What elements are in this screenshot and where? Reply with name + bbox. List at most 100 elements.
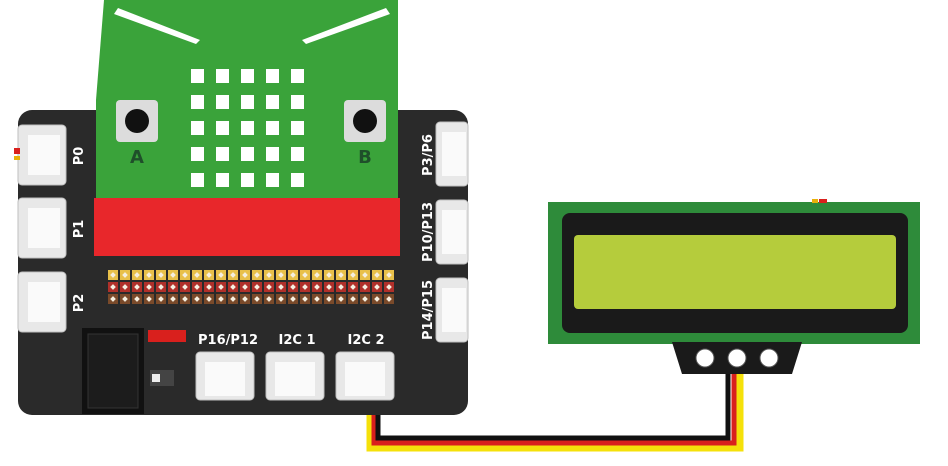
led (291, 173, 304, 187)
header-pin-hole (386, 272, 392, 278)
led (241, 147, 254, 161)
header-pin-hole (314, 284, 320, 290)
led (191, 173, 204, 187)
led (291, 147, 304, 161)
header-pin-hole (134, 296, 140, 302)
button-b-label: B (358, 147, 372, 168)
led (291, 121, 304, 135)
power-switch (150, 370, 174, 386)
header-pin-hole (122, 296, 128, 302)
bottom-connectors (195, 351, 395, 401)
microbit: A B (94, 0, 400, 256)
header-pin-hole (242, 272, 248, 278)
header-pin-hole (254, 284, 260, 290)
header-pin-hole (194, 296, 200, 302)
led-matrix (191, 69, 304, 187)
port-label-i2c2: I2C 2 (348, 333, 385, 348)
header-pin-hole (326, 296, 332, 302)
port-label-p0: P0 (72, 147, 87, 166)
cable (366, 370, 744, 452)
header-pin-hole (302, 272, 308, 278)
header-pin-hole (182, 296, 188, 302)
header-pin-hole (266, 284, 272, 290)
header-pin-hole (158, 284, 164, 290)
header-pin-hole (206, 296, 212, 302)
led (266, 173, 279, 187)
port-label-p1: P1 (72, 220, 87, 239)
led (216, 95, 229, 109)
port-label-p16-p12: P16/P12 (198, 333, 258, 348)
pin-header-rows (108, 270, 394, 304)
header-pin-hole (326, 284, 332, 290)
header-pin-hole (362, 284, 368, 290)
lcd-module (548, 199, 920, 374)
header-pin-hole (326, 272, 332, 278)
header-pin-hole (170, 284, 176, 290)
header-pin-hole (374, 284, 380, 290)
header-pin-hole (278, 272, 284, 278)
header-pin-hole (362, 272, 368, 278)
header-pin-hole (314, 272, 320, 278)
power-jack (82, 328, 144, 414)
header-pin-hole (374, 296, 380, 302)
port-label-p10-p13: P10/P13 (421, 202, 436, 262)
header-pin-hole (266, 272, 272, 278)
port-label-p3-p6: P3/P6 (421, 134, 436, 176)
right-connectors (435, 121, 469, 343)
led (291, 69, 304, 83)
header-pin-hole (194, 284, 200, 290)
led (266, 69, 279, 83)
header-pin-hole (314, 296, 320, 302)
header-pin-hole (242, 284, 248, 290)
header-pin-hole (146, 272, 152, 278)
header-pin-hole (182, 284, 188, 290)
header-pin-hole (218, 296, 224, 302)
header-pin-hole (146, 284, 152, 290)
header-pin-hole (218, 272, 224, 278)
header-pin-hole (110, 284, 116, 290)
left-connectors (14, 124, 67, 333)
header-pin-hole (278, 284, 284, 290)
header-pin-hole (254, 272, 260, 278)
header-pin-hole (182, 272, 188, 278)
header-pin-hole (146, 296, 152, 302)
led (241, 121, 254, 135)
header-pin-hole (266, 296, 272, 302)
header-pin-hole (362, 296, 368, 302)
header-pin-hole (338, 272, 344, 278)
led (241, 69, 254, 83)
header-pin-hole (110, 296, 116, 302)
header-pin-hole (110, 272, 116, 278)
button-b[interactable] (344, 100, 386, 142)
led (191, 147, 204, 161)
header-pin-hole (158, 296, 164, 302)
led (266, 95, 279, 109)
header-pin-hole (218, 284, 224, 290)
header-pin-hole (242, 296, 248, 302)
header-pin-hole (338, 296, 344, 302)
header-pin-hole (290, 296, 296, 302)
led (191, 69, 204, 83)
header-pin-hole (374, 272, 380, 278)
header-pin-hole (278, 296, 284, 302)
header-pin-hole (338, 284, 344, 290)
led (266, 147, 279, 161)
led (216, 173, 229, 187)
led (191, 121, 204, 135)
led (291, 95, 304, 109)
small-red-header (148, 330, 186, 342)
header-pin-hole (134, 272, 140, 278)
header-pin-hole (134, 284, 140, 290)
button-a[interactable] (116, 100, 158, 142)
header-pin-hole (206, 272, 212, 278)
header-pin-hole (230, 284, 236, 290)
port-label-p14-p15: P14/P15 (421, 280, 436, 340)
header-pin-hole (230, 272, 236, 278)
led (216, 69, 229, 83)
led (266, 121, 279, 135)
header-pin-hole (206, 284, 212, 290)
led (216, 147, 229, 161)
header-pin-hole (290, 284, 296, 290)
header-pin-hole (170, 296, 176, 302)
